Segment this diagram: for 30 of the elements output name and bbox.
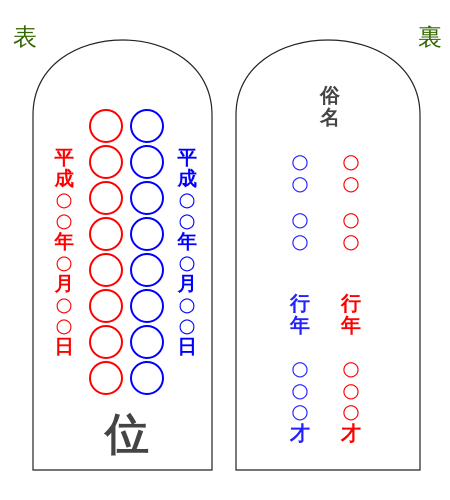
- placeholder-marks: ○○: [341, 209, 361, 252]
- age-column: ○○○才: [341, 358, 361, 444]
- name-circle: [88, 288, 124, 324]
- name-circle: [129, 252, 165, 288]
- placeholder-marks: ○○: [290, 151, 310, 194]
- secular-name-label: 俗名: [320, 85, 340, 128]
- name-circle: [129, 180, 165, 216]
- name-circle: [88, 324, 124, 360]
- side-heading: 裏: [418, 22, 442, 53]
- rank-character: 位: [105, 408, 149, 462]
- name-circle: [129, 108, 165, 144]
- name-circle: [88, 252, 124, 288]
- name-circle: [129, 216, 165, 252]
- date-column: 平成○○年○月○○日: [177, 147, 197, 358]
- age-column: ○○○才: [290, 358, 310, 444]
- name-circle: [129, 360, 165, 396]
- name-circle: [129, 324, 165, 360]
- date-column: 平成○○年○月○○日: [54, 147, 74, 358]
- placeholder-marks: ○○: [290, 209, 310, 252]
- name-circle: [129, 144, 165, 180]
- name-circle: [88, 144, 124, 180]
- age-label: 行年: [290, 293, 310, 336]
- name-circle: [129, 288, 165, 324]
- placeholder-marks: ○○: [341, 151, 361, 194]
- name-circle: [88, 108, 124, 144]
- name-circle: [88, 216, 124, 252]
- name-circle: [88, 360, 124, 396]
- name-circle: [88, 180, 124, 216]
- age-label: 行年: [341, 293, 361, 336]
- side-heading: 表: [13, 22, 37, 53]
